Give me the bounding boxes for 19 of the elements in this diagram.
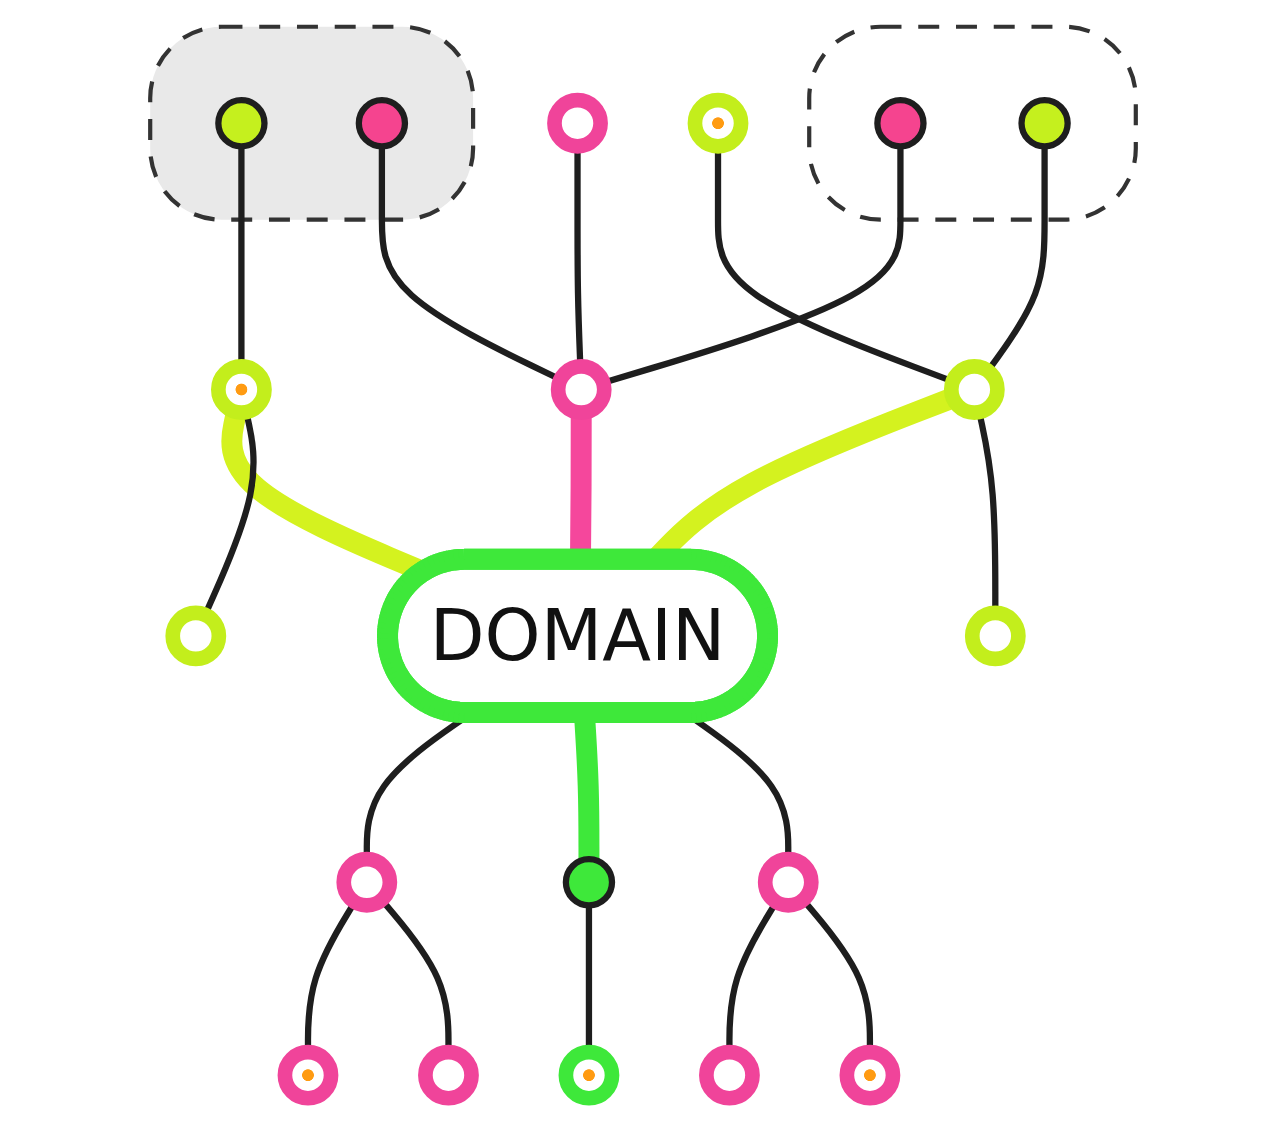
node-circle [277, 1044, 339, 1106]
node-circle [165, 605, 227, 667]
node-circle [215, 97, 268, 150]
node-circle [699, 1044, 760, 1106]
node-circle [550, 359, 612, 420]
node-circle [1018, 97, 1071, 150]
node-circle [355, 97, 409, 150]
node-circle [211, 359, 272, 420]
node-circle [943, 359, 1005, 420]
node-circle [562, 856, 616, 909]
node-circle [336, 851, 398, 913]
node-circle [964, 605, 1026, 667]
node-circle [874, 97, 927, 150]
node-circle [547, 92, 608, 154]
node-circle [687, 92, 749, 154]
node-circle [418, 1044, 479, 1106]
node-circle [757, 851, 819, 913]
node-circle [839, 1044, 901, 1106]
node-circle [558, 1044, 620, 1106]
